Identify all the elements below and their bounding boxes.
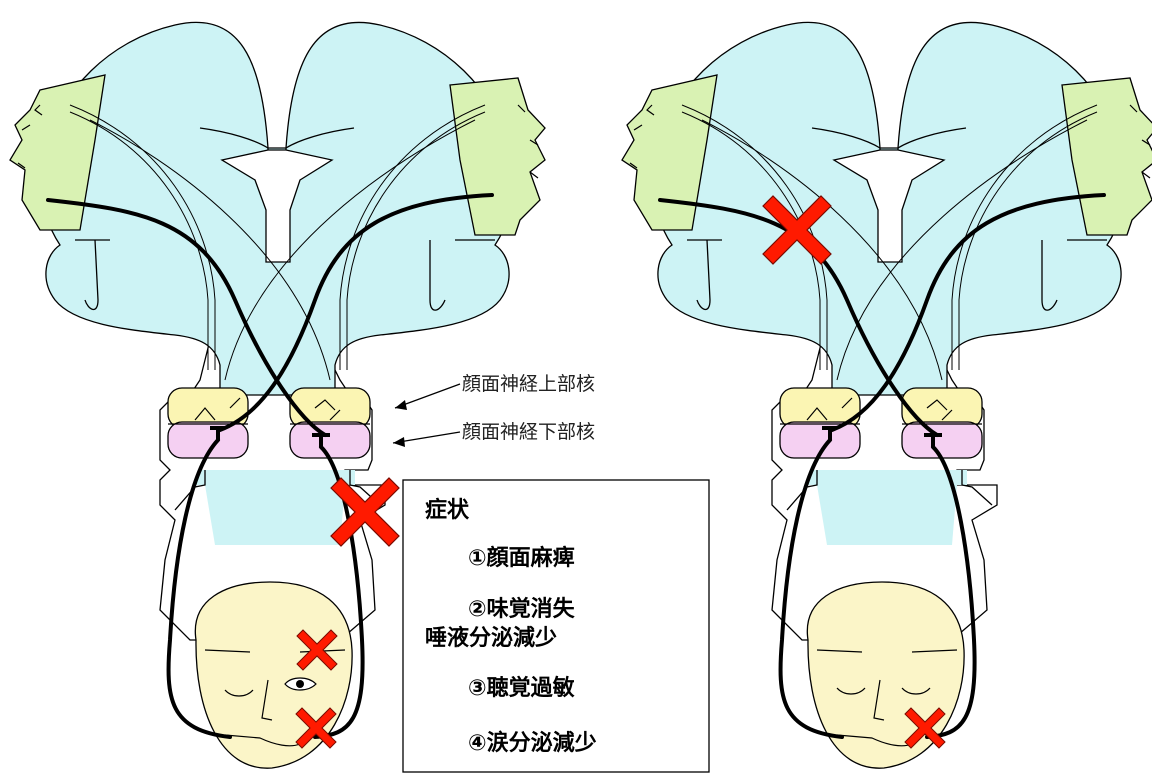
symptom-item: ①顔面麻痺 <box>468 545 575 571</box>
symptom-item: ②味覚消失 <box>468 596 576 622</box>
symptoms-title: 症状 <box>425 497 470 523</box>
symptom-item: ④涙分泌減少 <box>468 730 597 756</box>
symptoms-box: 症状 ①顔面麻痺 ②味覚消失 唾液分泌減少 ③聴覚過敏 ④涙分泌減少 <box>403 480 709 772</box>
svg-text:顔面神経下部核: 顔面神経下部核 <box>462 421 595 443</box>
symptom-item: ③聴覚過敏 <box>468 675 575 701</box>
label-upper-nucleus: 顔面神経上部核 <box>395 373 595 410</box>
symptom-item: 唾液分泌減少 <box>425 625 557 651</box>
svg-text:顔面神経上部核: 顔面神経上部核 <box>462 373 595 395</box>
label-lower-nucleus: 顔面神経下部核 <box>393 421 595 447</box>
